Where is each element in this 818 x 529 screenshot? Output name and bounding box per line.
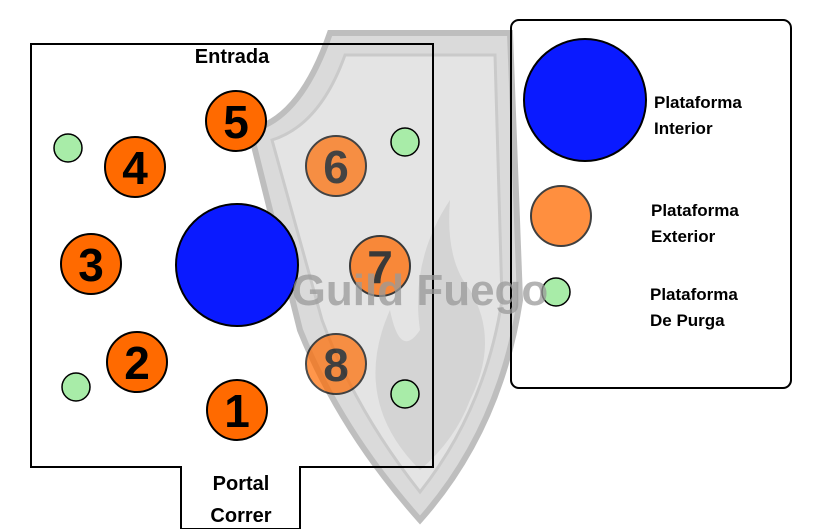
position-3: 3 bbox=[60, 233, 122, 295]
legend-purge-line2: De Purga bbox=[650, 311, 725, 330]
legend-inner-line1: Plataforma bbox=[654, 93, 742, 112]
legend-outer-line1: Plataforma bbox=[651, 201, 739, 220]
purge-platform bbox=[390, 127, 420, 157]
entrance-label: Entrada bbox=[195, 46, 270, 68]
legend-outer-line2: Exterior bbox=[651, 227, 716, 246]
watermark-text: Guild Fuego bbox=[292, 266, 549, 315]
legend-purge-line1: Plataforma bbox=[650, 285, 738, 304]
portal-label-line1: Portal bbox=[213, 473, 270, 495]
svg-text:1: 1 bbox=[224, 385, 250, 437]
room-inner-platform bbox=[175, 203, 299, 327]
purge-platform bbox=[390, 379, 420, 409]
position-7: 7 bbox=[349, 235, 411, 297]
svg-text:8: 8 bbox=[323, 339, 349, 391]
position-2: 2 bbox=[106, 331, 168, 393]
legend-outer-swatch bbox=[530, 185, 592, 247]
svg-text:2: 2 bbox=[124, 337, 150, 389]
position-4: 4 bbox=[104, 136, 166, 198]
room-outline bbox=[30, 43, 434, 529]
position-1: 1 bbox=[206, 379, 268, 441]
legend-inner-line2: Interior bbox=[654, 119, 713, 138]
legend-inner-swatch bbox=[523, 38, 647, 162]
svg-text:5: 5 bbox=[223, 96, 249, 148]
position-5: 5 bbox=[205, 90, 267, 152]
svg-text:6: 6 bbox=[323, 141, 349, 193]
svg-text:7: 7 bbox=[367, 241, 393, 293]
position-6: 6 bbox=[305, 135, 367, 197]
position-8: 8 bbox=[305, 333, 367, 395]
purge-platform bbox=[53, 133, 83, 163]
svg-text:4: 4 bbox=[122, 142, 148, 194]
legend-purge-swatch bbox=[541, 277, 571, 307]
svg-text:3: 3 bbox=[78, 239, 104, 291]
portal-label-line2: Correr bbox=[210, 505, 271, 527]
legend-box bbox=[510, 19, 792, 389]
purge-platform bbox=[61, 372, 91, 402]
